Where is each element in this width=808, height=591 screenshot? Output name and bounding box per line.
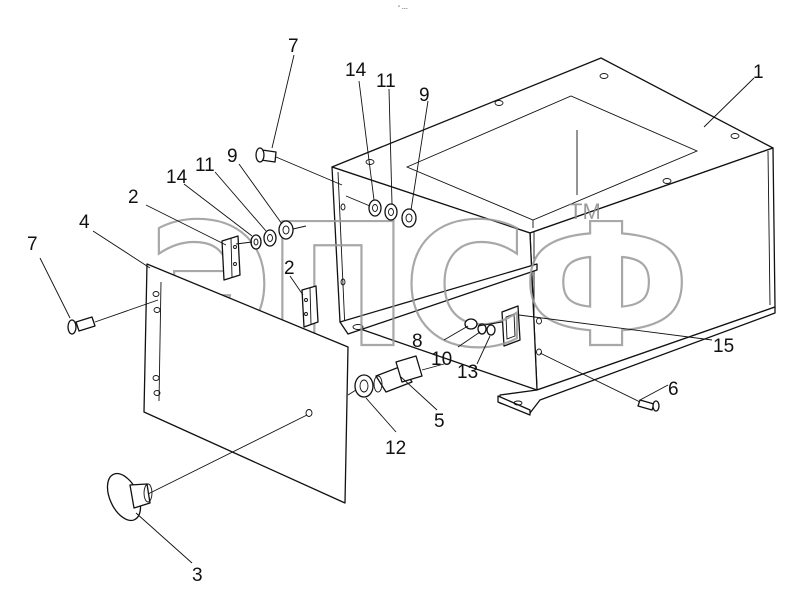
screw-part-7-top (255, 147, 277, 163)
hinge-upper (221, 235, 241, 281)
knob-part-3 (106, 472, 153, 522)
washer-13 (486, 324, 496, 336)
washer-14-right (368, 199, 382, 217)
housing-part-1 (331, 57, 776, 416)
callout-10: 10 (431, 349, 452, 370)
callout-labels: 1 2 2 3 4 5 6 7 7 8 9 9 10 11 11 12 13 1… (27, 36, 764, 586)
callout-7-top: 7 (288, 36, 299, 57)
callout-4: 4 (79, 212, 90, 233)
callout-13: 13 (457, 362, 478, 383)
callout-leaders (39, 54, 755, 564)
cover-plate-part-4 (143, 263, 349, 504)
callout-1: 1 (753, 62, 764, 83)
callout-2-upper: 2 (128, 187, 139, 208)
screw-part-6 (637, 399, 660, 412)
callout-11-left: 11 (195, 155, 215, 176)
callout-14-right: 14 (345, 60, 367, 81)
washer-11-left (263, 229, 277, 247)
callout-6: 6 (668, 379, 679, 400)
washer-14-left (250, 234, 262, 250)
washer-10 (477, 323, 487, 335)
callout-11-right: 11 (376, 71, 396, 92)
bolt-part-5 (373, 355, 423, 393)
callout-3: 3 (192, 565, 203, 586)
top-mark: " --- (398, 6, 408, 12)
callout-2-lower: 2 (284, 258, 295, 279)
hinge-lower (301, 285, 319, 328)
assembly-axis-lines (94, 130, 641, 495)
callout-5: 5 (434, 411, 445, 432)
nut-9-right (401, 208, 417, 228)
watermark-tm: TM (569, 199, 601, 224)
callout-9-right: 9 (419, 85, 430, 106)
nut-9-left (278, 220, 294, 240)
callout-7-left: 7 (27, 234, 38, 255)
callout-8: 8 (412, 331, 423, 352)
callout-15: 15 (713, 336, 734, 357)
callout-14-left: 14 (166, 167, 188, 188)
callout-9-left: 9 (227, 146, 238, 167)
screw-part-7-left (67, 316, 96, 335)
nut-8 (464, 318, 478, 330)
callout-12: 12 (385, 438, 406, 459)
washer-11-right (384, 203, 398, 221)
washer-part-12 (354, 374, 374, 398)
